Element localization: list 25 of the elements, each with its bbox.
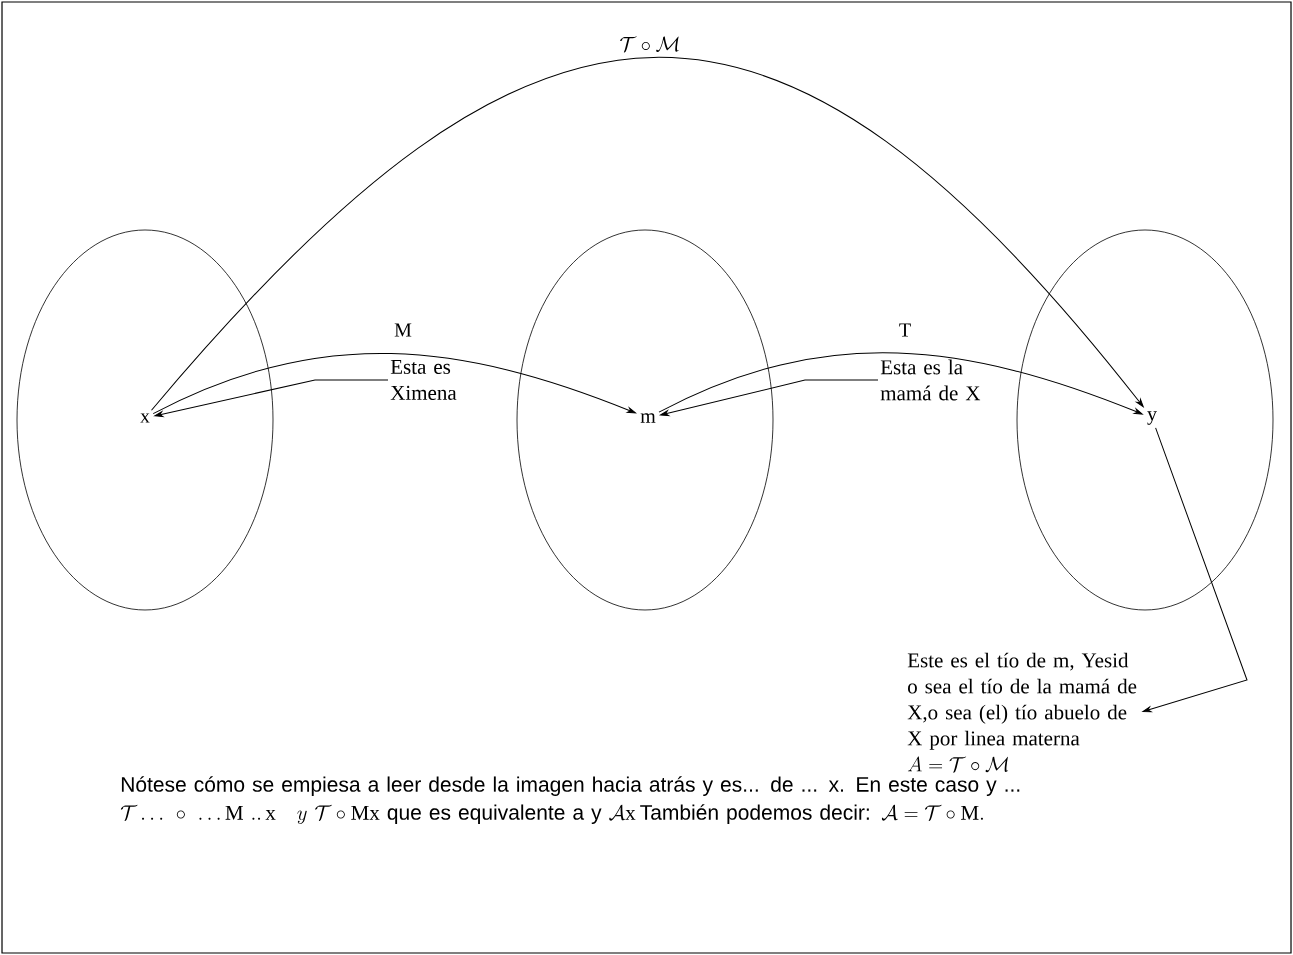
mapping-arrow: [151, 56, 1144, 411]
label: Nótese cómo se empiesa a leer desde la imagen hacia atrás y es... de ... x. En este caso y ...: [121, 776, 1020, 797]
leader-line: [154, 379, 389, 417]
mapping-arrow: [152, 353, 636, 415]
set-ellipse: [16, 229, 274, 611]
label: que es equivalente a y: [387, 804, 602, 825]
label: $\mathcal{A}\mathrm{x}$: [609, 804, 636, 821]
mapping-arrow: [658, 352, 1143, 415]
label: $\mathcal{T}\ldots\ \circ\ \ldots\mathrm{M}\ ..\,\mathrm{x}\quad y\ \mathcal{T}\circ\mathrm{Mx}$: [120, 804, 380, 824]
callout-text: Esta es la mamá de X: [880, 359, 981, 401]
edge-label: T: [896, 321, 914, 339]
callout-text: Esta es Ximena: [390, 360, 457, 400]
note-text: Nótese cómo se empiesa a leer desde la imagen hacia atrás y es... de ... x. En este caso y ... $\mathcal{T}\ldots\ \circ\ \ldots\mathrm{M}\ ..\,\mathrm{x}\quad y\ \mathcal{T}\circ\mathrm{Mx}$ que es equivalente a y $\mathcal{A}\mathrm{x}$ También podemos decir: $\mathcal{A} = \mathcal{T}\circ\mathrm{M}.$: [120, 776, 1020, 824]
element-label: x: [140, 413, 150, 423]
element-label: m: [640, 413, 656, 423]
element-label: y: [1147, 411, 1157, 425]
label: También podemos decir:: [640, 804, 869, 825]
edge-label: M: [392, 321, 414, 339]
leader-line: [1142, 427, 1248, 713]
callout-text: Este es el tío de m, Yesid o sea el tío de la mamá de X,o sea (el) tío abuelo de X por linea materna $A = \mathcal{T}\circ\mathcal{M}$: [907, 652, 1137, 773]
leader-line: [660, 379, 879, 417]
set-ellipse: [516, 229, 774, 611]
set-ellipse: [1016, 229, 1274, 611]
edge-label: $\mathcal{T}\circ\mathcal{M}$: [617, 34, 683, 54]
label: $\mathcal{A} = \mathcal{T}\circ\mathrm{M}.$: [881, 804, 983, 822]
